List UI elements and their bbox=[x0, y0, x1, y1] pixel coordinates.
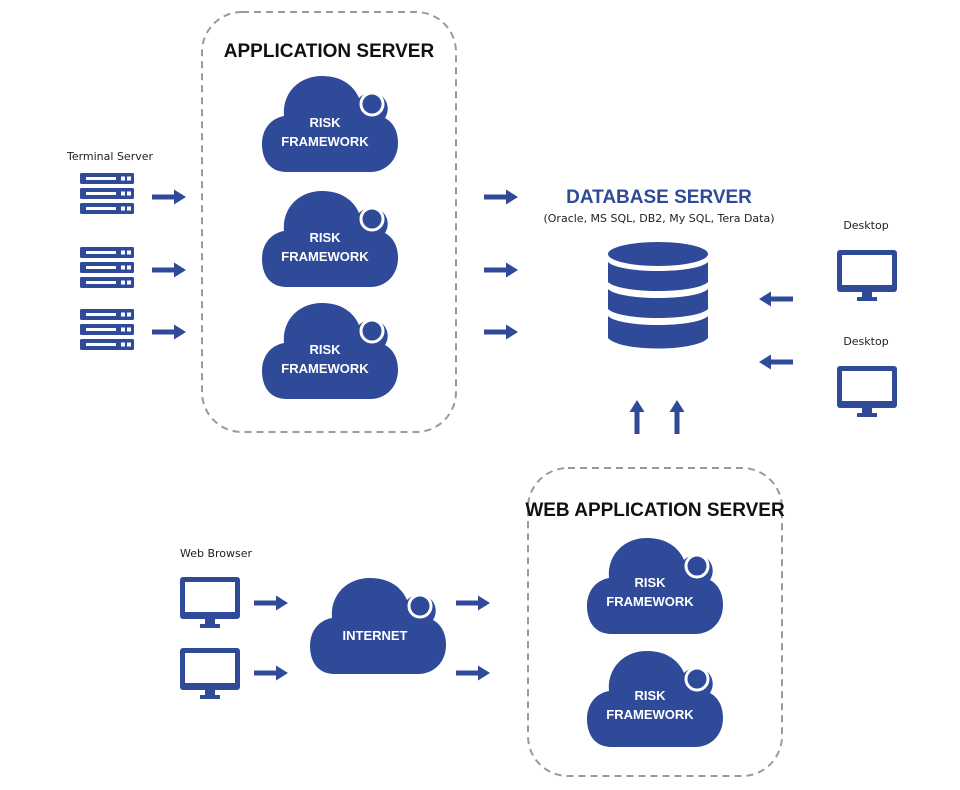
server-rack-icon bbox=[80, 173, 134, 214]
arrow-right-icon bbox=[152, 262, 186, 278]
cloud-label-line2: FRAMEWORK bbox=[606, 594, 694, 609]
cloud-label-line2: FRAMEWORK bbox=[281, 249, 369, 264]
terminal-server-label: Terminal Server bbox=[66, 150, 154, 163]
arrow-right-icon bbox=[456, 665, 490, 681]
application-server-title: APPLICATION SERVER bbox=[224, 41, 435, 62]
arrow-right-icon bbox=[484, 262, 518, 278]
monitor-icon bbox=[837, 366, 897, 417]
monitor-icon bbox=[837, 250, 897, 301]
cloud-label-line1: RISK bbox=[309, 115, 341, 130]
arrow-up-icon bbox=[669, 400, 685, 434]
arrow-right-icon bbox=[484, 189, 518, 205]
database-icon bbox=[608, 242, 708, 349]
risk-framework-cloud-icon: RISK FRAMEWORK bbox=[585, 649, 725, 749]
risk-framework-cloud-icon: RISK FRAMEWORK bbox=[260, 301, 400, 401]
risk-framework-cloud-icon: RISK FRAMEWORK bbox=[260, 189, 400, 289]
arrow-right-icon bbox=[484, 324, 518, 340]
cloud-label-line1: RISK bbox=[309, 230, 341, 245]
desktop-label: Desktop bbox=[843, 335, 888, 348]
web-browser-label: Web Browser bbox=[180, 547, 253, 560]
database-server-title: DATABASE SERVER bbox=[566, 187, 752, 208]
monitor-icon bbox=[180, 648, 240, 699]
web-application-server-title: WEB APPLICATION SERVER bbox=[525, 500, 785, 521]
cloud-label-line1: RISK bbox=[309, 342, 341, 357]
arrow-right-icon bbox=[254, 665, 288, 681]
internet-label: INTERNET bbox=[343, 628, 408, 643]
risk-framework-cloud-icon: RISK FRAMEWORK bbox=[260, 74, 400, 174]
monitor-icon bbox=[180, 577, 240, 628]
cloud-label-line1: RISK bbox=[634, 575, 666, 590]
server-rack-icon bbox=[80, 247, 134, 288]
arrow-left-icon bbox=[759, 354, 793, 370]
internet-cloud-icon: INTERNET bbox=[308, 576, 448, 676]
arrow-up-icon bbox=[629, 400, 645, 434]
risk-framework-cloud-icon: RISK FRAMEWORK bbox=[585, 536, 725, 636]
web-application-server-group: WEB APPLICATION SERVER RISK FRAMEWORK RI… bbox=[525, 467, 785, 777]
cloud-label-line2: FRAMEWORK bbox=[606, 707, 694, 722]
application-server-box bbox=[201, 11, 457, 433]
application-server-group: APPLICATION SERVER RISK FRAMEWORK RISK F… bbox=[201, 11, 457, 433]
web-browser-group: Web Browser bbox=[180, 547, 288, 699]
app-to-database-arrows bbox=[484, 189, 518, 340]
database-server-subtitle: (Oracle, MS SQL, DB2, My SQL, Tera Data) bbox=[543, 212, 774, 225]
desktop-label: Desktop bbox=[843, 219, 888, 232]
arrow-right-icon bbox=[152, 324, 186, 340]
arrow-right-icon bbox=[456, 595, 490, 611]
arrow-right-icon bbox=[152, 189, 186, 205]
server-rack-icon bbox=[80, 309, 134, 350]
terminal-server-group: Terminal Server bbox=[66, 150, 186, 350]
cloud-label-line2: FRAMEWORK bbox=[281, 134, 369, 149]
cloud-label-line1: RISK bbox=[634, 688, 666, 703]
arrow-left-icon bbox=[759, 291, 793, 307]
database-server-group: DATABASE SERVER (Oracle, MS SQL, DB2, My… bbox=[543, 187, 775, 434]
web-application-server-box bbox=[527, 467, 783, 777]
cloud-label-line2: FRAMEWORK bbox=[281, 361, 369, 376]
desktop-group: Desktop Desktop bbox=[759, 219, 897, 417]
arrow-right-icon bbox=[254, 595, 288, 611]
